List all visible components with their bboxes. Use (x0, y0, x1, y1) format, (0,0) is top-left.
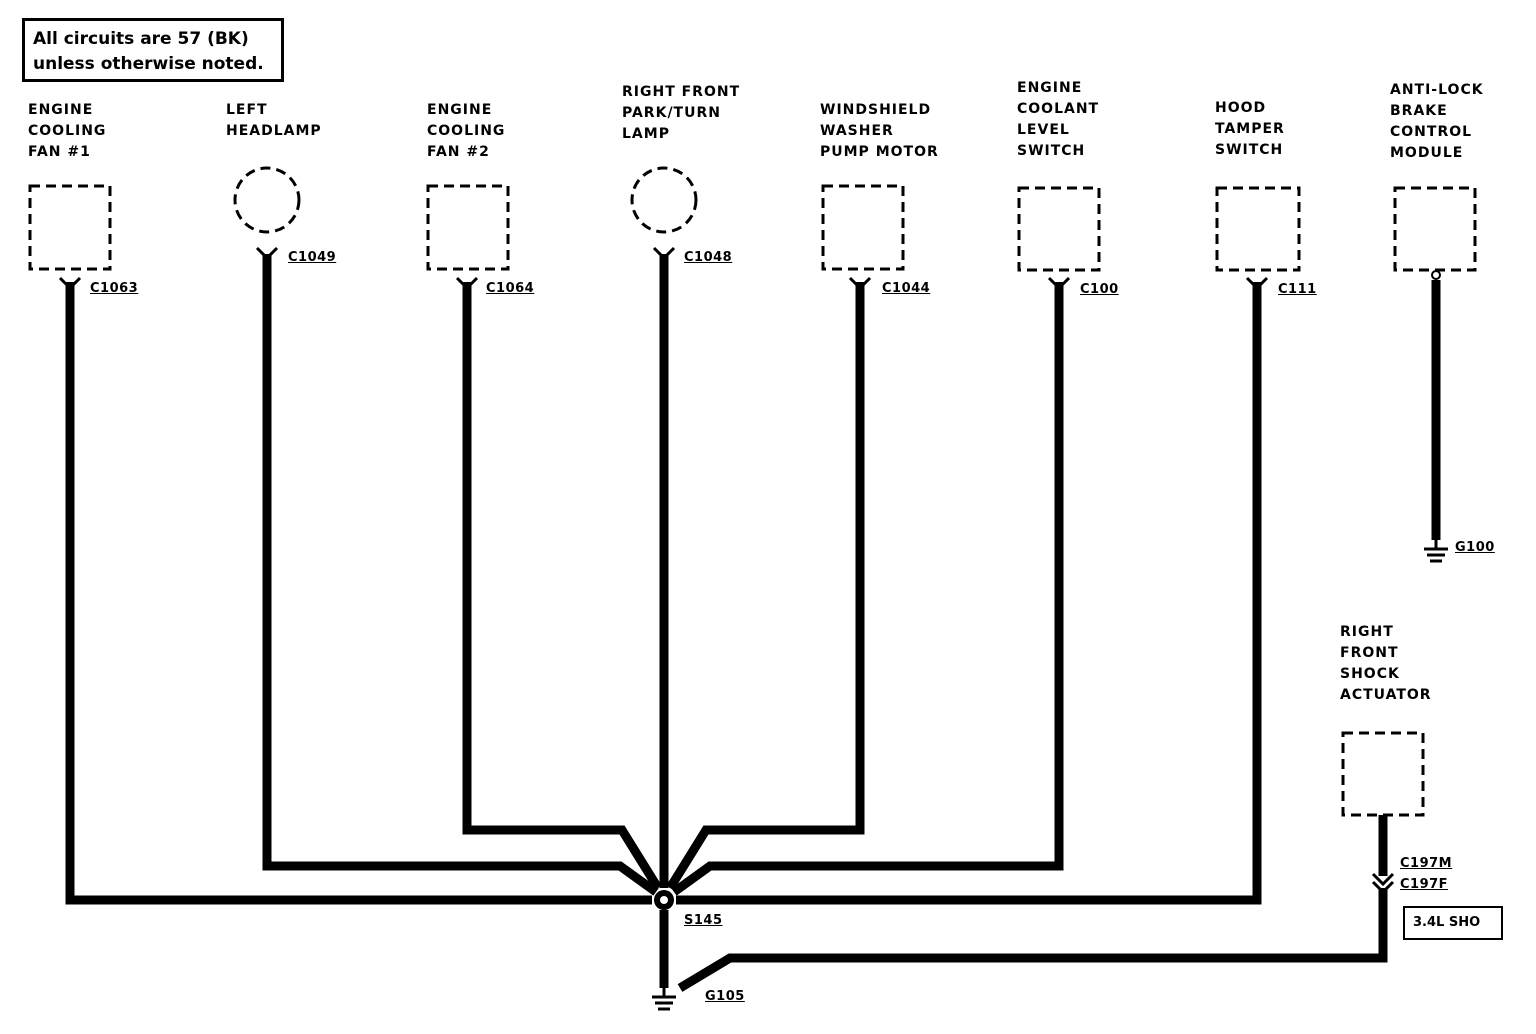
component-box-anti-lock-brake-module (1393, 186, 1477, 272)
component-circle-left-headlamp (233, 166, 301, 234)
wire-engine-cooling-fan-1 (65, 282, 652, 905)
component-box-engine-coolant-level-switch (1017, 186, 1101, 272)
ground-g100-label: G100 (1455, 540, 1495, 555)
connector-c1064: C1064 (486, 281, 535, 296)
label-windshield-washer-pump-motor: WINDSHIELD WASHER PUMP MOTOR (820, 102, 939, 160)
component-box-engine-cooling-fan-1 (28, 184, 112, 271)
component-circle-right-front-park-turn-lamp (630, 166, 698, 234)
circuit-note-line2: unless otherwise noted. (33, 54, 264, 74)
chevron-c100 (1047, 276, 1071, 291)
chevron-c1044 (848, 276, 872, 291)
circuit-note-box: All circuits are 57 (BK) unless otherwis… (22, 18, 284, 82)
label-engine-cooling-fan-2: ENGINE COOLING FAN #2 (427, 102, 506, 160)
label-right-front-shock-actuator: RIGHT FRONT SHOCK ACTUATOR (1340, 624, 1432, 703)
wire-engine-coolant-level-switch (671, 282, 1064, 896)
wire-engine-cooling-fan-2 (462, 282, 662, 891)
label-right-front-park-turn-lamp: RIGHT FRONT PARK/TURN LAMP (622, 84, 741, 142)
chevron-c1063 (58, 276, 82, 291)
chevron-c1064 (455, 276, 479, 291)
connector-c197m: C197M (1400, 856, 1453, 871)
chevron-c1049 (255, 246, 279, 261)
connector-c1063: C1063 (90, 281, 139, 296)
label-hood-tamper-switch: HOOD TAMPER SWITCH (1215, 100, 1285, 158)
ground-g100-symbol (1424, 540, 1448, 563)
component-box-hood-tamper-switch (1215, 186, 1301, 272)
wire-windshield-washer-pump-motor (666, 282, 865, 891)
connector-c1048: C1048 (684, 250, 733, 265)
label-engine-coolant-level-switch: ENGINE COOLANT LEVEL SWITCH (1017, 80, 1100, 159)
component-box-engine-cooling-fan-2 (426, 184, 510, 271)
connector-c197f: C197F (1400, 877, 1449, 892)
connector-c1049: C1049 (288, 250, 337, 265)
wire-shock-return-to-g105 (677, 888, 1388, 992)
connector-c111: C111 (1278, 282, 1317, 297)
engine-option-box: 3.4L SHO (1403, 906, 1503, 940)
connector-c100: C100 (1080, 282, 1119, 297)
label-left-headlamp: LEFT HEADLAMP (226, 102, 322, 139)
connector-c1044: C1044 (882, 281, 931, 296)
splice-s145: S145 (684, 913, 723, 928)
chevron-c111 (1245, 276, 1269, 291)
label-anti-lock-brake-control-module: ANTI-LOCK BRAKE CONTROL MODULE (1390, 82, 1484, 161)
circuit-note-line1: All circuits are 57 (BK) (33, 29, 249, 49)
component-box-right-front-shock-actuator (1341, 731, 1425, 817)
wire-hood-tamper-switch (676, 282, 1262, 905)
ground-g105-symbol (652, 988, 676, 1011)
abs-connector-dot (1431, 270, 1441, 280)
ground-g105-label: G105 (705, 989, 745, 1004)
chevron-c1048 (652, 246, 676, 261)
splice-s145-hole (660, 896, 668, 904)
label-engine-cooling-fan-1: ENGINE COOLING FAN #1 (28, 102, 107, 160)
component-box-windshield-washer-pump-motor (821, 184, 905, 271)
wire-left-headlamp (262, 254, 659, 896)
chevron-c197 (1371, 872, 1395, 895)
